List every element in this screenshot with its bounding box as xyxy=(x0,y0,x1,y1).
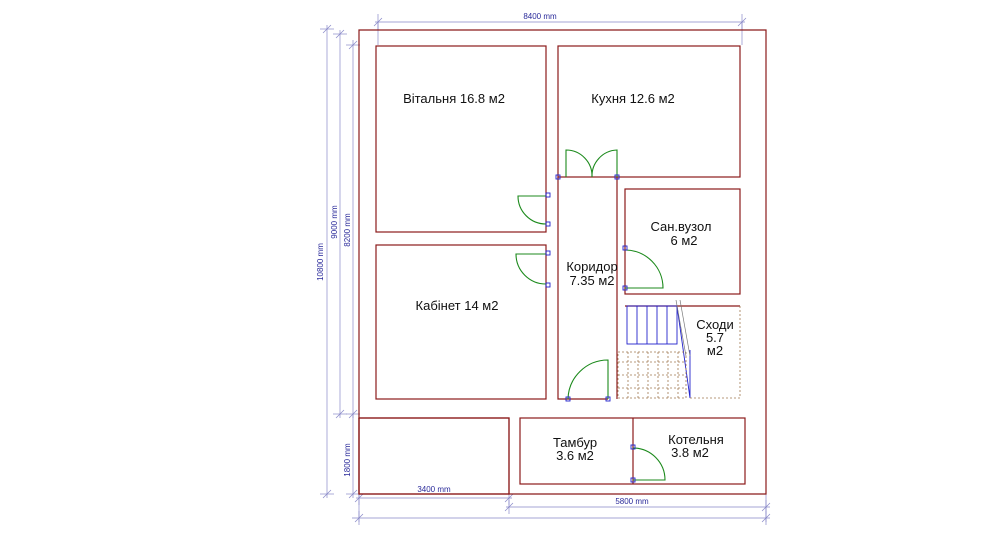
label-vestibule-area: 3.6 м2 xyxy=(556,448,594,463)
label-bathroom-name: Сан.вузол xyxy=(650,219,711,234)
label-vestibule-name: Тамбур xyxy=(553,435,597,450)
label-living: Вітальня 16.8 м2 xyxy=(403,91,505,106)
label-boiler-area: 3.8 м2 xyxy=(671,445,709,460)
room-study xyxy=(375,244,547,400)
label-kitchen: Кухня 12.6 м2 xyxy=(591,91,674,106)
room-bathroom xyxy=(624,188,741,295)
door-jambs xyxy=(545,174,636,483)
dim-bottom-5800: 5800 mm xyxy=(615,497,649,506)
outer-annex xyxy=(358,417,510,495)
label-bathroom-area: 6 м2 xyxy=(670,233,697,248)
label-stairs-unit: м2 xyxy=(707,343,723,358)
room-kitchen xyxy=(557,45,741,178)
dim-height-8200: 8200 mm xyxy=(343,213,352,247)
wall-corridor-left xyxy=(557,177,608,400)
dimension-lines xyxy=(320,14,771,525)
dim-top-width: 8400 mm xyxy=(523,12,557,21)
doors xyxy=(515,149,666,481)
room-living xyxy=(375,45,547,233)
dim-height-1800: 1800 mm xyxy=(343,443,352,477)
dim-height-9000: 9000 mm xyxy=(330,205,339,239)
dim-bottom-3400: 3400 mm xyxy=(417,485,451,494)
label-study: Кабінет 14 м2 xyxy=(416,298,499,313)
label-stairs-value: 5.7 xyxy=(706,330,724,345)
label-boiler-name: Котельня xyxy=(668,432,724,447)
label-corridor-area: 7.35 м2 xyxy=(569,273,614,288)
label-stairs-name: Сходи xyxy=(696,317,734,332)
dim-total-height: 10800 mm xyxy=(316,243,325,281)
label-corridor-name: Коридор xyxy=(566,259,617,274)
stairs xyxy=(617,299,741,399)
